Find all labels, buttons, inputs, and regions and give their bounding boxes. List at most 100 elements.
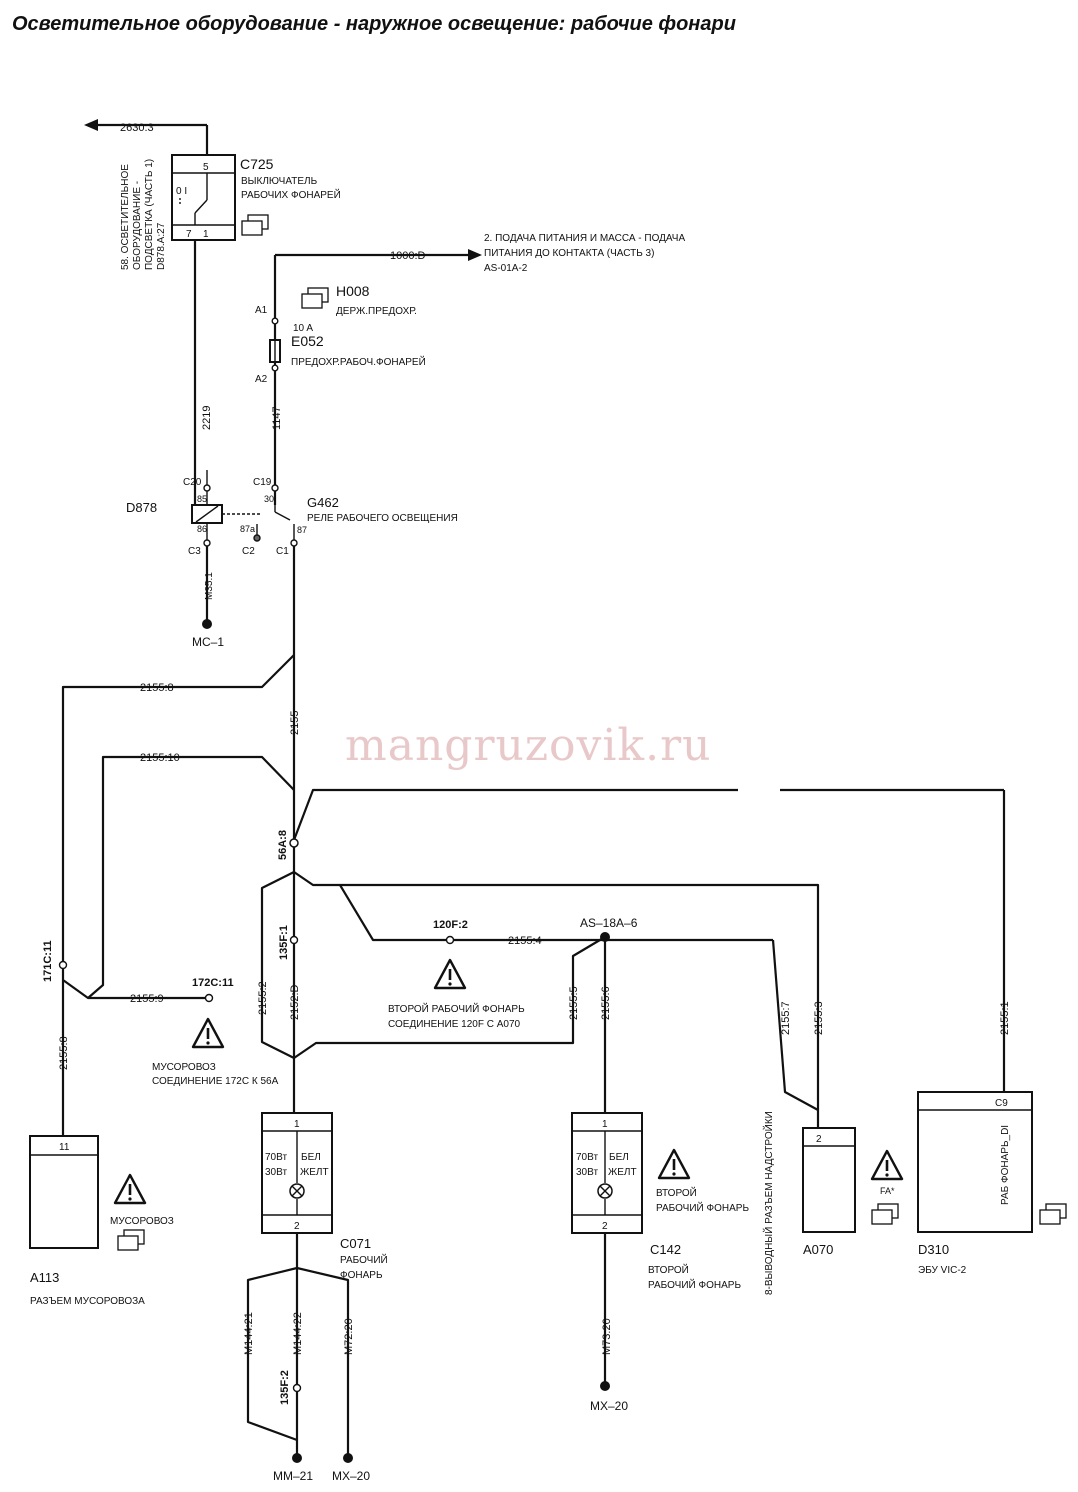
relay-d878: D878 bbox=[126, 500, 157, 515]
splice-56a-label: 56A:8 bbox=[277, 830, 289, 860]
ref-58-block: 58. ОСВЕТИТЕЛЬНОЕ ОБОРУДОВАНИЕ - ПОДСВЕТ… bbox=[120, 159, 167, 270]
main-bus bbox=[58, 546, 1006, 1136]
splice-135f1 bbox=[289, 935, 299, 945]
relay-pin-87: 87 bbox=[297, 525, 307, 535]
c142-zhelt: ЖЕЛТ bbox=[608, 1167, 637, 1178]
connector-a070 bbox=[802, 1127, 856, 1233]
ref-2630: 2630:3 bbox=[120, 122, 154, 134]
c725-name-2: РАБОЧИХ ФОНАРЕЙ bbox=[241, 188, 341, 201]
c725-pin-5: 5 bbox=[203, 162, 209, 173]
note-musor-a113: МУСОРОВОЗ bbox=[110, 1216, 174, 1227]
c142-pin2: 2 bbox=[602, 1221, 608, 1232]
note-fa: FA* bbox=[880, 1186, 895, 1196]
relay-c3: C3 bbox=[188, 546, 201, 557]
doc-reference-icon bbox=[301, 287, 329, 309]
doc-reference-icon bbox=[117, 1229, 145, 1251]
wire-2219: 2219 bbox=[201, 406, 213, 430]
wire-2155-6: 2155:6 bbox=[600, 986, 612, 1020]
relay-pin-87a: 87a bbox=[240, 524, 255, 534]
ref-58-line-3: ПОДСВЕТКА (ЧАСТЬ 1) bbox=[144, 159, 155, 270]
ref-2-line-2: ПИТАНИЯ ДО КОНТАКТА (ЧАСТЬ 3) bbox=[484, 248, 654, 259]
ground-mc1-label: MC–1 bbox=[192, 635, 224, 649]
note-musor-1: МУСОРОВОЗ bbox=[152, 1062, 216, 1073]
wire-2155-9: 2155:9 bbox=[130, 993, 164, 1005]
splice-135f1-label: 135F:1 bbox=[278, 925, 290, 960]
c725-id: C725 bbox=[240, 156, 274, 172]
c725-name-1: ВЫКЛЮЧАТЕЛЬ bbox=[241, 176, 318, 187]
ecu-d310 bbox=[917, 1091, 1033, 1233]
c071-w30: 30Вт bbox=[265, 1167, 287, 1178]
wire-2155-7: 2155:7 bbox=[780, 1001, 792, 1035]
c071-w70: 70Вт bbox=[265, 1152, 287, 1163]
note-second-2: СОЕДИНЕНИЕ 120F С A070 bbox=[388, 1019, 521, 1030]
ground-mc1 bbox=[202, 619, 212, 629]
relay-g462 bbox=[191, 470, 298, 629]
splice-172c-label: 172C:11 bbox=[192, 977, 234, 989]
relay-c20: C20 bbox=[183, 477, 202, 488]
relay-c19: C19 bbox=[253, 477, 272, 488]
ref-58-line-1: 58. ОСВЕТИТЕЛЬНОЕ bbox=[120, 164, 131, 270]
c071-name-2: ФОНАРЬ bbox=[340, 1270, 383, 1281]
splice-171c-label: 171C:11 bbox=[42, 940, 54, 982]
watermark: mangruzovik.ru bbox=[345, 720, 711, 771]
c071-id: C071 bbox=[340, 1236, 371, 1251]
wire-2155-4: 2155:4 bbox=[508, 935, 542, 947]
h008-pin-a1: A1 bbox=[255, 305, 268, 316]
c142-id: C142 bbox=[650, 1242, 681, 1257]
warning-icon bbox=[657, 1148, 691, 1180]
relay-name: РЕЛЕ РАБОЧЕГО ОСВЕЩЕНИЯ bbox=[307, 513, 458, 524]
c142-name-2: РАБОЧИЙ ФОНАРЬ bbox=[648, 1278, 741, 1291]
wire-m144-22: M144:22 bbox=[292, 1312, 304, 1355]
a113-pin: 11 bbox=[59, 1142, 70, 1153]
splice-171c bbox=[58, 960, 68, 970]
doc-reference-icon bbox=[1039, 1203, 1067, 1225]
h008-id: H008 bbox=[336, 283, 370, 299]
ground-mx20-label-2: MX–20 bbox=[590, 1399, 628, 1413]
wire-2152: 2152:D bbox=[289, 984, 301, 1020]
note-second-c142-1: ВТОРОЙ bbox=[656, 1186, 697, 1199]
wire-m144-21: M144:21 bbox=[243, 1312, 255, 1355]
splice-135f2-label: 135F:2 bbox=[279, 1370, 291, 1405]
c142-w30: 30Вт bbox=[576, 1167, 598, 1178]
fuse-branch bbox=[269, 249, 482, 505]
wire-2155-5: 2155:5 bbox=[568, 986, 580, 1020]
lamp-c142 bbox=[571, 1112, 643, 1391]
wire-m73: M73:20 bbox=[601, 1318, 613, 1355]
arrow-left-icon bbox=[84, 119, 98, 131]
splice-135f2 bbox=[292, 1383, 302, 1393]
page-title: Осветительное оборудование - наружное ос… bbox=[12, 13, 736, 35]
a070-id: A070 bbox=[803, 1242, 833, 1257]
relay-pin-85: 85 bbox=[197, 494, 207, 504]
relay-pin-30: 30 bbox=[264, 494, 274, 504]
c725-switch bbox=[84, 119, 236, 510]
ref-1000: 1000:D bbox=[390, 250, 426, 262]
warning-icon bbox=[433, 958, 467, 990]
c071-pin1: 1 bbox=[294, 1119, 300, 1130]
c142-bel: БЕЛ bbox=[609, 1152, 629, 1163]
arrow-right-icon bbox=[468, 249, 482, 261]
e052-name: ПРЕДОХР.РАБОЧ.ФОНАРЕЙ bbox=[291, 355, 426, 368]
note-8-pin-connector: 8-ВЫВОДНЫЙ РАЗЪЕМ НАДСТРОЙКИ bbox=[762, 1111, 775, 1295]
note-musor-2: СОЕДИНЕНИЕ 172C К 56A bbox=[152, 1076, 279, 1087]
wire-1147: 1147 bbox=[271, 406, 283, 430]
c725-pin-7: 7 bbox=[186, 229, 192, 240]
doc-reference-icon bbox=[871, 1203, 899, 1225]
c142-pin1: 1 bbox=[602, 1119, 608, 1130]
wire-m35: M35:1 bbox=[204, 572, 215, 600]
h008-pin-a2: A2 bbox=[255, 374, 268, 385]
h008-name: ДЕРЖ.ПРЕДОХР. bbox=[336, 306, 417, 317]
wire-2155-1: 2155:1 bbox=[999, 1001, 1011, 1035]
note-second-c142-2: РАБОЧИЙ ФОНАРЬ bbox=[656, 1201, 749, 1214]
c725-pin-1: 1 bbox=[203, 229, 209, 240]
wire-2155-10: 2155:10 bbox=[140, 752, 180, 764]
e052-id: E052 bbox=[291, 333, 324, 349]
ground-mx20-c142 bbox=[600, 1381, 610, 1391]
c142-w70: 70Вт bbox=[576, 1152, 598, 1163]
ground-mm21-label: MM–21 bbox=[273, 1469, 313, 1483]
wire-2155-8-bottom: 2155:8 bbox=[58, 1036, 70, 1070]
lamp-c071 bbox=[261, 1112, 333, 1234]
wire-m72: M72:20 bbox=[343, 1318, 355, 1355]
c071-zhelt: ЖЕЛТ bbox=[300, 1167, 329, 1178]
c071-pin2: 2 bbox=[294, 1221, 300, 1232]
